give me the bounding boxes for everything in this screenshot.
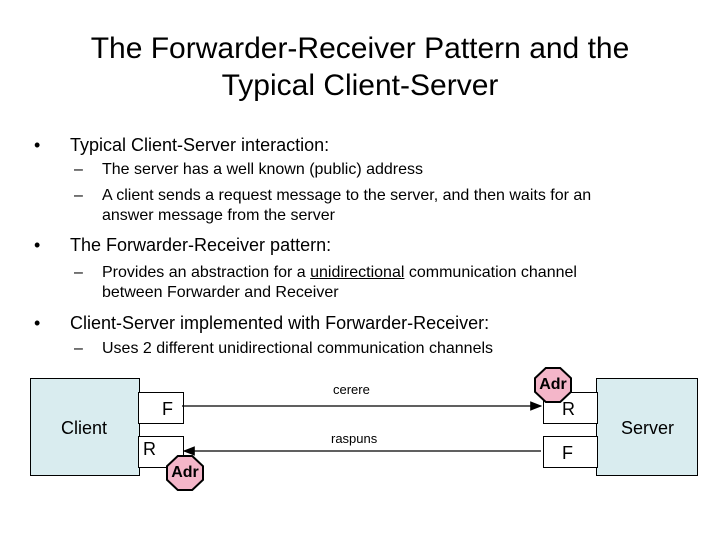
title-line-1: The Forwarder-Receiver Pattern and the <box>90 32 630 65</box>
client-address-label: Adr <box>168 457 202 489</box>
dash-mark: – <box>74 161 83 178</box>
title-line-2: Typical Client-Server <box>221 69 499 102</box>
client-box <box>30 378 140 476</box>
sub-2-1-underlined: unidirectional <box>310 264 405 281</box>
client-receiver-label: R <box>143 439 156 459</box>
server-label: Server <box>621 418 675 438</box>
bullet-2: • The Forwarder-Receiver pattern: <box>34 234 332 256</box>
client-label: Client <box>61 418 108 438</box>
bullet-mark: • <box>34 135 41 155</box>
bullet-3: • Client-Server implemented with Forward… <box>34 312 490 334</box>
sub-1-2-text: A client sends a request message to the … <box>102 187 592 204</box>
sub-3-1-text: Uses 2 different unidirectional communic… <box>102 340 494 357</box>
dash-mark: – <box>74 264 83 281</box>
bullet-mark: • <box>34 313 41 333</box>
sub-1-2: – A client sends a request message to th… <box>74 186 592 226</box>
sub-1-1: – The server has a well known (public) a… <box>74 160 424 180</box>
server-address-octagon: Adr <box>534 367 572 403</box>
bullet-mark: • <box>34 235 41 255</box>
server-box <box>596 378 698 476</box>
client-forwarder-label: F <box>162 399 173 419</box>
slide-title: The Forwarder-Receiver Pattern and the T… <box>0 30 720 104</box>
server-forwarder-label: F <box>562 443 573 463</box>
bullet-1: • Typical Client-Server interaction: <box>34 134 330 156</box>
server-forwarder-box <box>543 436 598 468</box>
sub-2-1-text-a: Provides an abstraction for a <box>102 264 306 281</box>
request-label: cerere <box>333 382 370 397</box>
bullet-3-text: Client-Server implemented with Forwarder… <box>70 313 490 333</box>
client-address-octagon: Adr <box>166 455 204 491</box>
dash-mark: – <box>74 187 83 204</box>
dash-mark: – <box>74 340 83 357</box>
sub-1-2-text-cont: answer message from the server <box>102 207 335 224</box>
sub-3-1: – Uses 2 different unidirectional commun… <box>74 339 494 359</box>
bullet-1-text: Typical Client-Server interaction: <box>70 135 330 155</box>
bullet-2-text: The Forwarder-Receiver pattern: <box>70 235 332 255</box>
server-address-label: Adr <box>536 369 570 401</box>
sub-2-1-text-b: communication channel <box>408 264 577 281</box>
client-forwarder-box <box>138 392 184 424</box>
sub-2-1-text-cont: between Forwarder and Receiver <box>102 284 339 301</box>
response-label: raspuns <box>331 431 378 446</box>
sub-2-1: – Provides an abstraction for a unidirec… <box>74 263 577 303</box>
sub-1-1-text: The server has a well known (public) add… <box>102 161 424 178</box>
server-receiver-label: R <box>562 399 575 419</box>
